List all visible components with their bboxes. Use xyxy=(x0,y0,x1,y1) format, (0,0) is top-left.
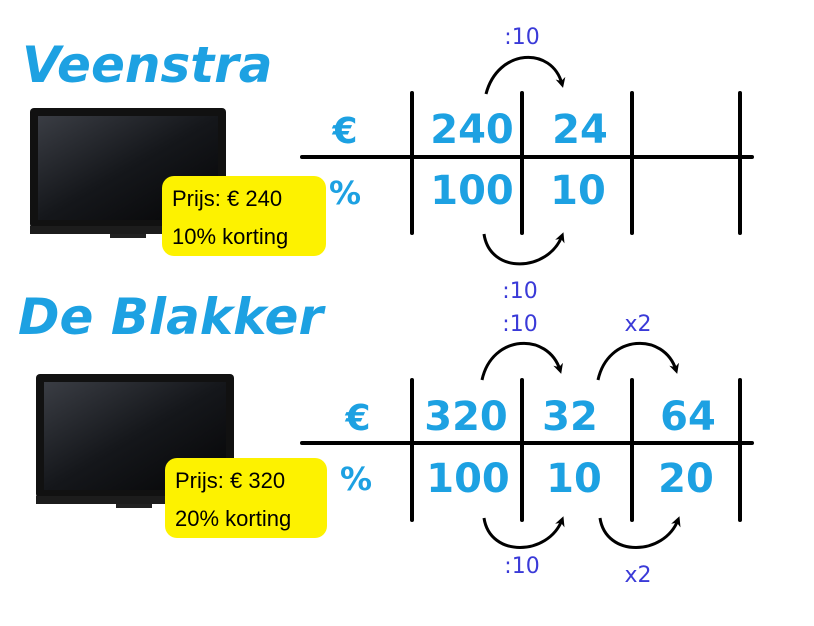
discount-label: 20% korting xyxy=(175,506,291,531)
percent-cell: 10 xyxy=(550,168,606,214)
price-tag: Prijs: € 240 10% korting xyxy=(162,176,326,256)
operator-bottom: x2 xyxy=(624,563,651,588)
store-name: De Blakker xyxy=(18,288,326,346)
percent-cell: 100 xyxy=(430,168,514,214)
euro-cell: 240 xyxy=(430,107,514,153)
operator-top: :10 xyxy=(504,25,539,50)
percent-cell: 100 xyxy=(426,456,510,502)
row-label-percent: % xyxy=(340,460,372,498)
euro-cell: 320 xyxy=(424,394,508,440)
ratio-table-grid xyxy=(300,378,754,522)
price-label: Prijs: € 240 xyxy=(172,186,282,211)
discount-label: 10% korting xyxy=(172,224,288,249)
euro-cell: 32 xyxy=(542,394,598,440)
percent-cell: 20 xyxy=(658,456,714,502)
store-veenstra: Veenstra Prijs: € 240 10% korting € % 24… xyxy=(22,25,754,304)
price-tag: Prijs: € 320 20% korting xyxy=(165,458,327,538)
curved-arrow-icon xyxy=(596,342,679,381)
price-label: Prijs: € 320 xyxy=(175,468,285,493)
operator-top: x2 xyxy=(624,312,651,337)
curved-arrow-icon xyxy=(598,516,681,549)
store-de-blakker: De Blakker Prijs: € 320 20% korting € % … xyxy=(18,288,754,588)
curved-arrow-icon xyxy=(482,516,565,549)
curved-arrow-icon xyxy=(480,342,563,381)
ratio-table-grid xyxy=(300,91,754,235)
euro-cell: 24 xyxy=(552,107,608,153)
operator-bottom: :10 xyxy=(504,554,539,579)
operator-bottom: :10 xyxy=(502,279,537,304)
operator-top: :10 xyxy=(502,312,537,337)
row-label-percent: % xyxy=(329,174,361,212)
store-name: Veenstra xyxy=(22,36,273,94)
curved-arrow-icon xyxy=(482,232,565,266)
percent-cell: 10 xyxy=(546,456,602,502)
row-label-euro: € xyxy=(331,111,357,152)
row-label-euro: € xyxy=(344,398,370,439)
curved-arrow-icon xyxy=(484,56,566,95)
euro-cell: 64 xyxy=(660,394,716,440)
